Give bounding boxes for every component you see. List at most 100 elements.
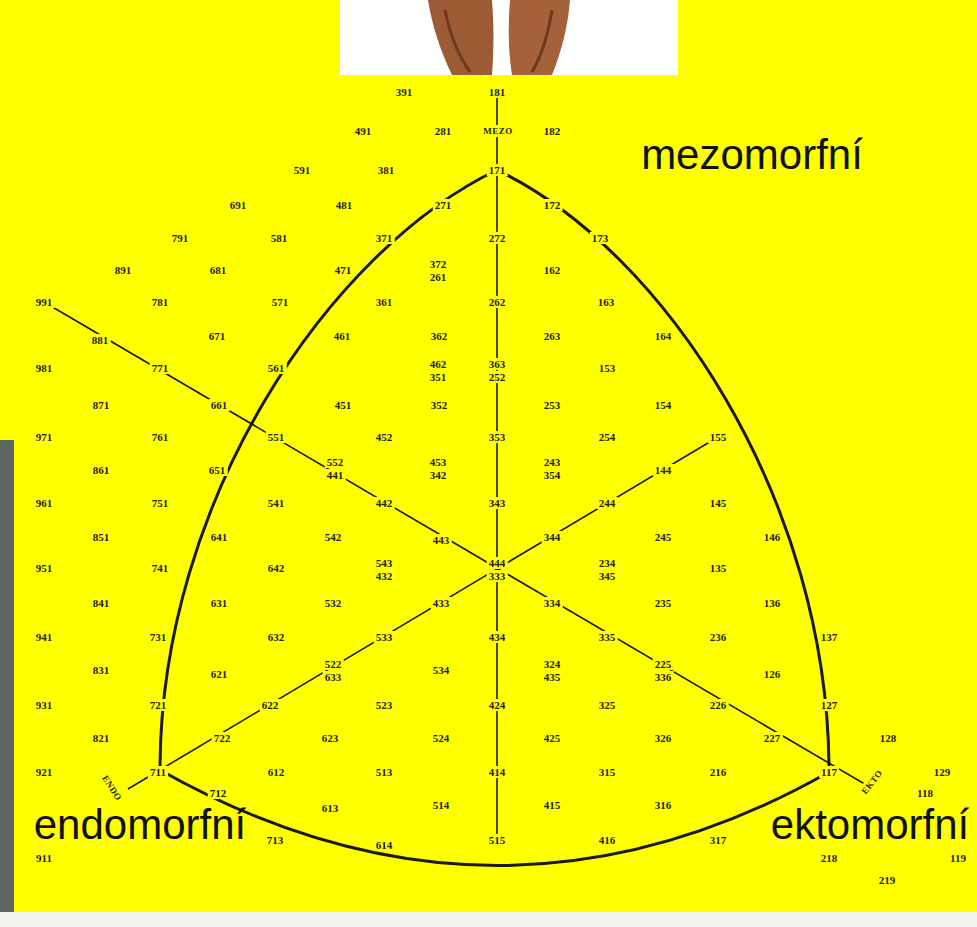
somatotype-code: 381	[376, 164, 397, 176]
somatotype-code: 451	[333, 399, 354, 411]
somatotype-code: 343	[487, 497, 508, 509]
somatotype-code: 119	[948, 852, 968, 864]
somatotype-code: 861	[91, 464, 112, 476]
outline-arc	[497, 170, 829, 772]
somatotype-code: 461	[332, 330, 353, 342]
somatotype-code: 218	[819, 852, 840, 864]
photo-strip	[0, 440, 14, 912]
somatotype-code: 891	[113, 264, 134, 276]
somatotype-code: 841	[91, 597, 112, 609]
somatotype-code: 571	[270, 296, 291, 308]
somatotype-code: 129	[932, 766, 953, 778]
somatotype-code: 713	[265, 834, 286, 846]
somatotype-code: 244	[597, 497, 618, 509]
somatotype-code: 631	[209, 597, 230, 609]
somatotype-code: 363	[487, 358, 508, 370]
somatotype-code: 481	[334, 199, 355, 211]
somatotype-code: 443	[431, 534, 452, 546]
leg-shade	[445, 10, 470, 72]
somatotype-code: 991	[34, 296, 55, 308]
somatotype-code: 425	[542, 732, 563, 744]
somatotype-code: 135	[708, 562, 729, 574]
somatotype-code: 761	[150, 431, 171, 443]
somatotype-code: 272	[487, 232, 508, 244]
somatotype-code: 651	[207, 464, 228, 476]
axis-tag: MEZO	[481, 125, 515, 137]
somatotype-code: 326	[653, 732, 674, 744]
somatotype-code: 153	[597, 362, 618, 374]
somatotype-code: 741	[150, 562, 171, 574]
somatotype-code: 137	[819, 631, 840, 643]
somatotype-code: 253	[542, 399, 563, 411]
somatotype-code: 722	[212, 732, 233, 744]
somatotype-code: 414	[487, 766, 508, 778]
somatotype-name: endomorfní	[34, 804, 246, 846]
somatotype-code: 118	[915, 787, 935, 799]
somatochart-outline	[160, 170, 829, 866]
somatotype-code: 354	[542, 469, 563, 481]
somatotype-code: 642	[266, 562, 287, 574]
somatotype-code: 444	[487, 557, 508, 569]
somatotype-code: 127	[819, 699, 840, 711]
somatotype-code: 128	[878, 732, 899, 744]
somatotype-code: 491	[353, 125, 374, 137]
somatotype-code: 821	[91, 732, 112, 744]
somatotype-code: 345	[597, 570, 618, 582]
somatotype-code: 263	[542, 330, 563, 342]
leg-left	[428, 0, 494, 75]
somatotype-code: 243	[542, 456, 563, 468]
somatotype-code: 234	[597, 557, 618, 569]
somatotype-code: 951	[34, 562, 55, 574]
somatotype-code: 632	[266, 631, 287, 643]
somatotype-code: 435	[542, 671, 563, 683]
somatotype-code: 171	[487, 164, 508, 176]
somatotype-code: 442	[374, 497, 395, 509]
somatotype-code: 262	[487, 296, 508, 308]
somatotype-code: 514	[431, 799, 452, 811]
somatotype-code: 353	[487, 431, 508, 443]
somatotype-code: 671	[207, 330, 228, 342]
axis-tag: ENDO	[98, 771, 125, 805]
somatotype-code: 961	[34, 497, 55, 509]
somatotype-code: 146	[762, 531, 783, 543]
somatotype-code: 711	[148, 766, 168, 778]
somatotype-code: 325	[597, 699, 618, 711]
somatotype-code: 219	[877, 874, 898, 886]
somatotype-code: 416	[597, 834, 618, 846]
somatotype-code: 534	[431, 664, 452, 676]
somatotype-code: 871	[91, 399, 112, 411]
somatotype-code: 434	[487, 631, 508, 643]
somatotype-code: 541	[266, 497, 287, 509]
somatotype-code: 941	[34, 631, 55, 643]
somatotype-code: 453	[428, 456, 449, 468]
somatotype-code: 126	[762, 668, 783, 680]
somatotype-name: mezomorfní	[641, 134, 863, 176]
somatotype-code: 173	[590, 232, 611, 244]
somatotype-code: 532	[323, 597, 344, 609]
somatotype-code: 281	[433, 125, 454, 137]
somatotype-code: 236	[708, 631, 729, 643]
somatotype-code: 523	[374, 699, 395, 711]
somatotype-code: 623	[320, 732, 341, 744]
somatotype-code: 641	[209, 531, 230, 543]
somatotype-code: 542	[323, 531, 344, 543]
somatotype-code: 721	[148, 699, 169, 711]
somatotype-code: 315	[597, 766, 618, 778]
leg-shade	[532, 10, 552, 72]
somatotype-code: 144	[653, 464, 674, 476]
somatotype-code: 155	[708, 431, 729, 443]
axis-line	[44, 302, 868, 786]
somatotype-code: 712	[208, 787, 229, 799]
somatotype-code: 351	[428, 371, 449, 383]
somatotype-code: 881	[90, 334, 111, 346]
somatotype-code: 344	[542, 531, 563, 543]
somatotype-code: 182	[542, 125, 563, 137]
somatotype-code: 551	[266, 431, 287, 443]
somatotype-code: 424	[487, 699, 508, 711]
somatotype-code: 154	[653, 399, 674, 411]
somatotype-name: ektomorfní	[771, 804, 969, 846]
somatotype-code: 851	[91, 531, 112, 543]
somatotype-code: 771	[150, 362, 171, 374]
somatotype-code: 252	[487, 371, 508, 383]
somatotype-code: 831	[91, 664, 112, 676]
